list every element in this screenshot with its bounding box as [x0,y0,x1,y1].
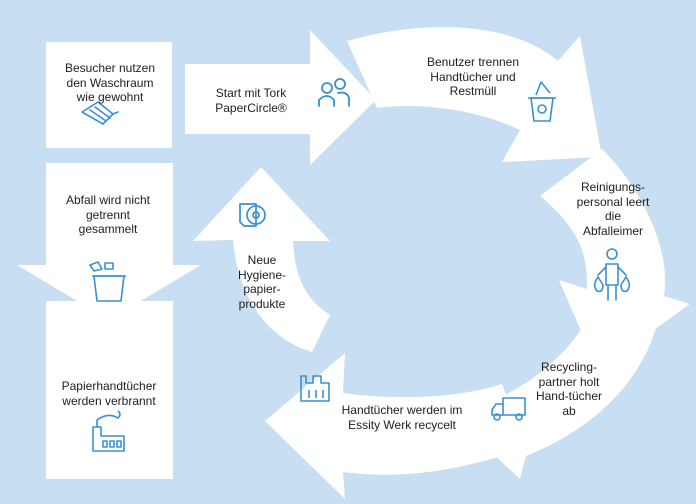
top-ring-arrow [347,27,602,162]
burned-box [46,301,173,479]
recycling-partner-label: Recycling-partner holt Hand-tücher ab [535,360,603,418]
start-arrow [185,30,376,165]
waste-down-arrow [17,163,201,320]
toilet-roll-icon [239,203,266,227]
truck-icon [491,397,526,421]
trash-bin-icon [89,261,126,302]
incinerator-icon [92,410,125,452]
waste-not-separated-label: Abfall wird nicht getrennt gesammelt [65,193,151,236]
cleaning-staff-label: Reinigungs-personal leert die Abfalleime… [576,180,650,238]
towels-burned-label: Papierhandtücher werden verbrannt [61,379,157,408]
left-up-arrow [193,167,330,352]
users-separate-label: Benutzer trennen Handtücher und Restmüll [426,55,520,98]
factory-icon [300,375,330,402]
visitors-box [46,42,172,148]
recycling-bin-icon [528,81,556,122]
visitors-label: Besucher nutzen den Waschraum wie gewohn… [64,61,156,104]
bottom-ring-arrow [265,353,528,499]
new-products-label: Neue Hygiene-papier-produkte [237,253,287,311]
people-icon [318,78,350,107]
recycled-label: Handtücher werden im Essity Werk recycel… [341,403,463,432]
cleaner-with-bags-icon [593,248,631,301]
start-label: Start mit Tork PaperCircle® [215,86,287,115]
hand-towel-icon [81,101,119,125]
